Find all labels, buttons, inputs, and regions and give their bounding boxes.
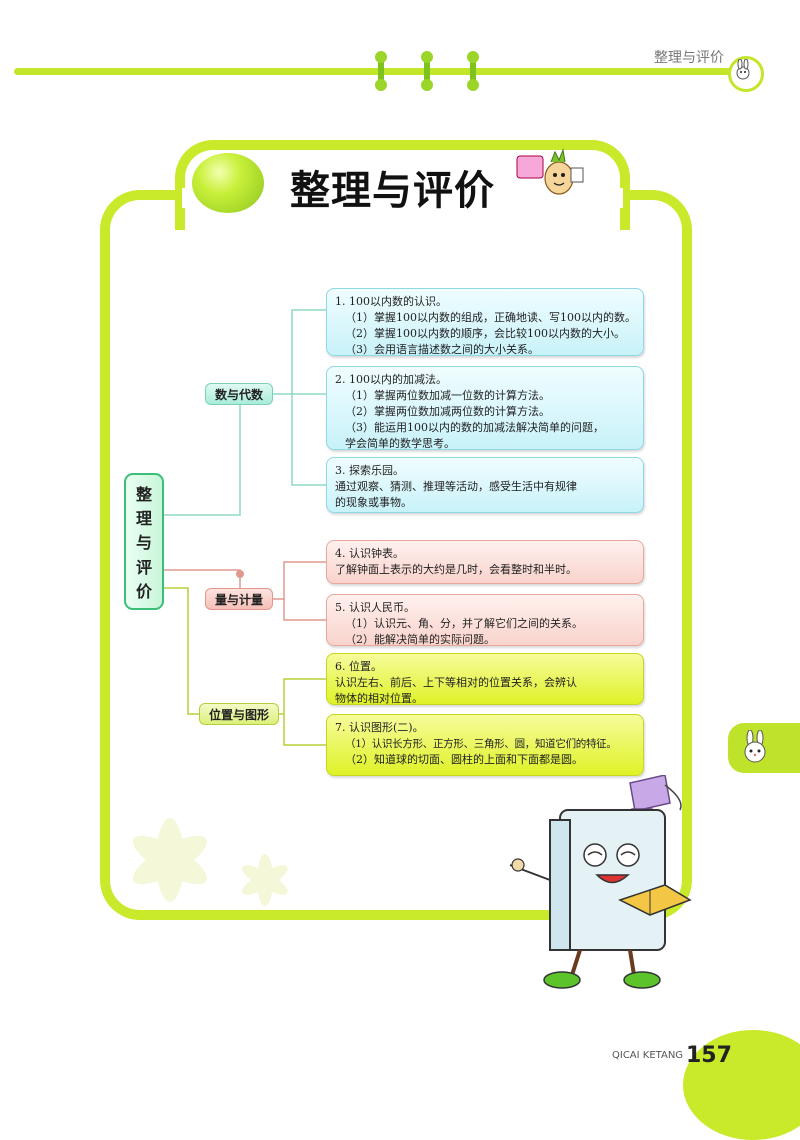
item-line: （1）掌握100以内数的组成，正确地读、写100以内的数。 — [345, 311, 636, 324]
item-line: （2）掌握两位数加减两位数的计算方法。 — [345, 405, 550, 418]
item-line: （3）会用语言描述数之间的大小关系。 — [345, 343, 539, 356]
root-char: 价 — [135, 581, 152, 601]
item-line: （3）能运用100以内的数的加减法解决简单的问题， — [345, 421, 604, 434]
title-tab-join — [182, 188, 623, 208]
item-line: 通过观察、猜测、推理等活动，感受生活中有规律 — [335, 480, 577, 493]
item-box-1: 1. 100以内数的认识。 （1）掌握100以内数的组成，正确地读、写100以内… — [326, 288, 644, 356]
item-line: （1）认识元、角、分，并了解它们之间的关系。 — [345, 617, 583, 630]
item-box-3: 3. 探索乐园。 通过观察、猜测、推理等活动，感受生活中有规律 的现象或事物。 — [326, 457, 644, 513]
root-char: 理 — [135, 509, 152, 529]
item-line: 2. 100以内的加减法。 — [335, 373, 447, 386]
item-box-5: 5. 认识人民币。 （1）认识元、角、分，并了解它们之间的关系。 （2）能解决简… — [326, 594, 644, 646]
item-box-4: 4. 认识钟表。 了解钟面上表示的大约是几时，会看整时和半时。 — [326, 540, 644, 584]
section-name: 整理与评价 — [654, 50, 724, 66]
item-box-2: 2. 100以内的加减法。 （1）掌握两位数加减一位数的计算方法。 （2）掌握两… — [326, 366, 644, 450]
item-box-6: 6. 位置。 认识左右、前后、上下等相对的位置关系，会辨认 物体的相对位置。 — [326, 653, 644, 705]
item-line: 的现象或事物。 — [335, 496, 412, 509]
item-line: （1）认识长方形、正方形、三角形、圆，知道它们的特征。 — [345, 738, 617, 750]
green-ball-decoration — [192, 153, 264, 213]
item-line: 5. 认识人民币。 — [335, 601, 415, 614]
bunny-corner-icon — [728, 56, 764, 92]
item-line: （2）知道球的切面、圆柱的上面和下面都是圆。 — [345, 753, 583, 766]
category-measurement: 量与计量 — [205, 588, 273, 610]
item-line: 了解钟面上表示的大约是几时，会看整时和半时。 — [335, 563, 577, 576]
root-char: 评 — [135, 557, 152, 577]
page-number: 157 — [686, 1043, 732, 1068]
binder-pin — [375, 51, 387, 91]
brand-text: QICAI KETANG — [612, 1050, 684, 1061]
item-line: 4. 认识钟表。 — [335, 547, 404, 560]
item-line: 认识左右、前后、上下等相对的位置关系，会辨认 — [335, 676, 577, 689]
book-character-illustration — [509, 775, 692, 989]
item-box-7: 7. 认识图形(二)。 （1）认识长方形、正方形、三角形、圆，知道它们的特征。 … — [326, 714, 644, 776]
header-rule — [14, 68, 740, 75]
pineapple-mascot-icon — [516, 148, 584, 195]
category-number-algebra: 数与代数 — [205, 383, 273, 405]
page-title: 整理与评价 — [290, 168, 495, 214]
item-line: 学会简单的数学思考。 — [345, 437, 455, 450]
item-line: （1）掌握两位数加减一位数的计算方法。 — [345, 389, 550, 402]
binder-pin — [421, 51, 433, 91]
root-node: 整 理 与 评 价 — [124, 473, 164, 610]
item-line: （2）掌握100以内数的顺序，会比较100以内数的大小。 — [345, 327, 625, 340]
item-line: 1. 100以内数的认识。 — [335, 295, 447, 308]
root-char: 整 — [135, 485, 152, 505]
root-char: 与 — [135, 533, 152, 553]
flower-decoration — [132, 818, 288, 906]
item-line: 3. 探索乐园。 — [335, 464, 404, 477]
item-line: （2）能解决简单的实际问题。 — [345, 633, 495, 646]
item-line: 7. 认识图形(二)。 — [335, 721, 424, 734]
rabbit-icon — [744, 730, 766, 763]
category-position-shape: 位置与图形 — [199, 703, 279, 725]
mind-map-connectors — [164, 309, 326, 746]
item-line: 物体的相对位置。 — [335, 692, 423, 705]
binder-pin — [467, 51, 479, 91]
item-line: 6. 位置。 — [335, 660, 382, 673]
